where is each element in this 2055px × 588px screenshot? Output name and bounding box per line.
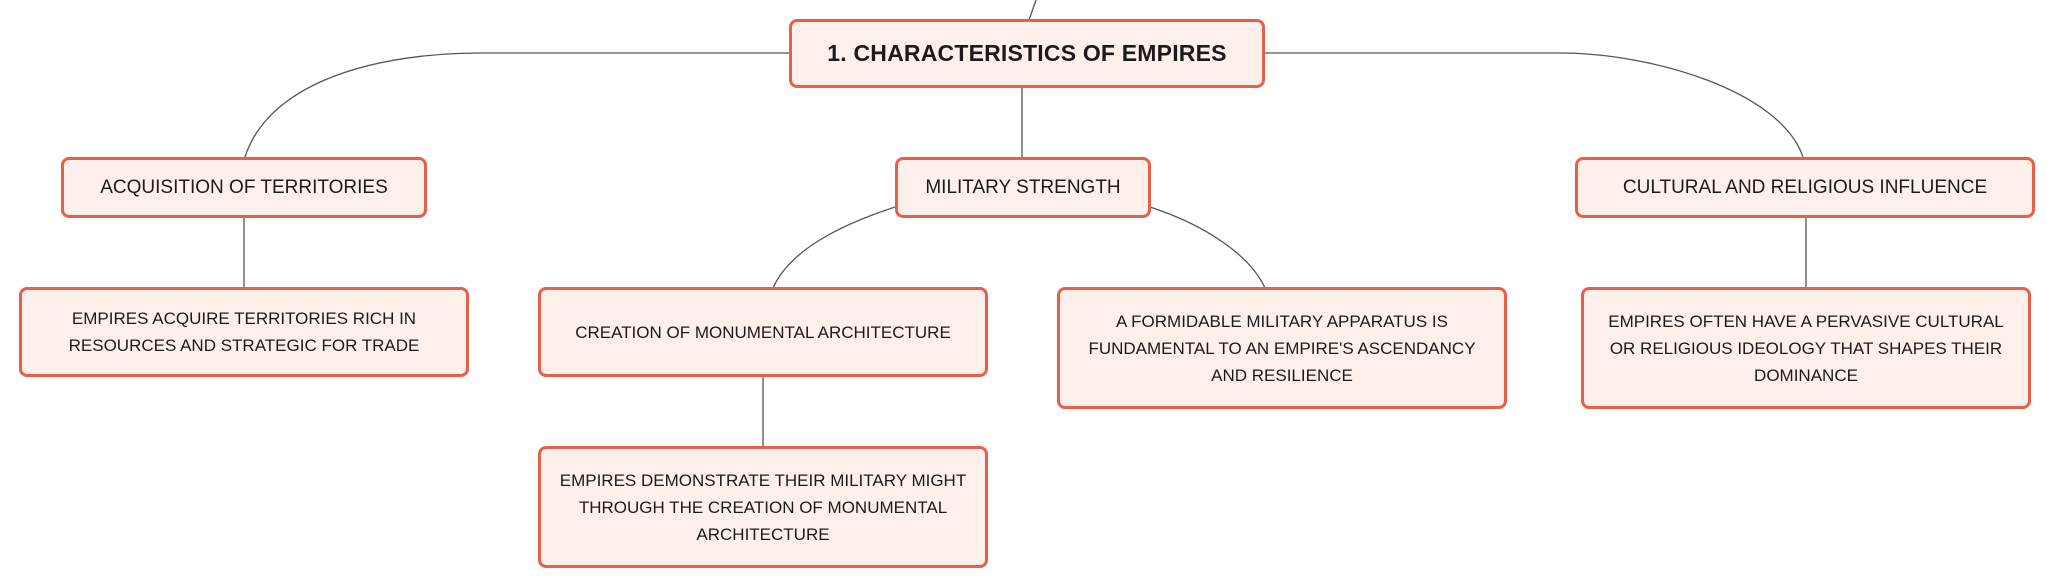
- connector-root-cultural: [1265, 52, 1804, 158]
- branch-label: ACQUISITION OF TERRITORIES: [100, 176, 388, 198]
- connector-root-acquisition: [244, 52, 791, 158]
- detail-node-acquisition[interactable]: EMPIRES ACQUIRE TERRITORIES RICH IN RESO…: [19, 287, 469, 377]
- detail-node-cultural[interactable]: EMPIRES OFTEN HAVE A PERVASIVE CULTURAL …: [1581, 287, 2031, 409]
- connector-root-parent: [1028, 0, 1037, 21]
- detail-node-military[interactable]: A FORMIDABLE MILITARY APPARATUS IS FUNDA…: [1057, 287, 1507, 409]
- connector-military-detail: [1149, 206, 1266, 289]
- branch-node-military[interactable]: MILITARY STRENGTH: [895, 157, 1151, 218]
- branch-label: CULTURAL AND RELIGIOUS INFLUENCE: [1622, 176, 1988, 198]
- detail-text: EMPIRES OFTEN HAVE A PERVASIVE CULTURAL …: [1608, 311, 2004, 385]
- branch-node-acquisition[interactable]: ACQUISITION OF TERRITORIES: [61, 157, 427, 218]
- child-label: CREATION OF MONUMENTAL ARCHITECTURE: [575, 322, 951, 342]
- child-node-monumental[interactable]: CREATION OF MONUMENTAL ARCHITECTURE: [538, 287, 988, 377]
- detail-node-monumental[interactable]: EMPIRES DEMONSTRATE THEIR MILITARY MIGHT…: [538, 446, 988, 568]
- root-label: 1. CHARACTERISTICS OF EMPIRES: [827, 40, 1227, 66]
- detail-text: EMPIRES ACQUIRE TERRITORIES RICH IN RESO…: [68, 309, 420, 355]
- branch-label: MILITARY STRENGTH: [925, 176, 1121, 198]
- connector-military-monumental: [772, 206, 896, 289]
- detail-text: A FORMIDABLE MILITARY APPARATUS IS FUNDA…: [1088, 311, 1476, 385]
- branch-node-cultural[interactable]: CULTURAL AND RELIGIOUS INFLUENCE: [1575, 157, 2035, 218]
- root-node[interactable]: 1. CHARACTERISTICS OF EMPIRES: [789, 19, 1265, 88]
- detail-text: EMPIRES DEMONSTRATE THEIR MILITARY MIGHT…: [559, 470, 967, 544]
